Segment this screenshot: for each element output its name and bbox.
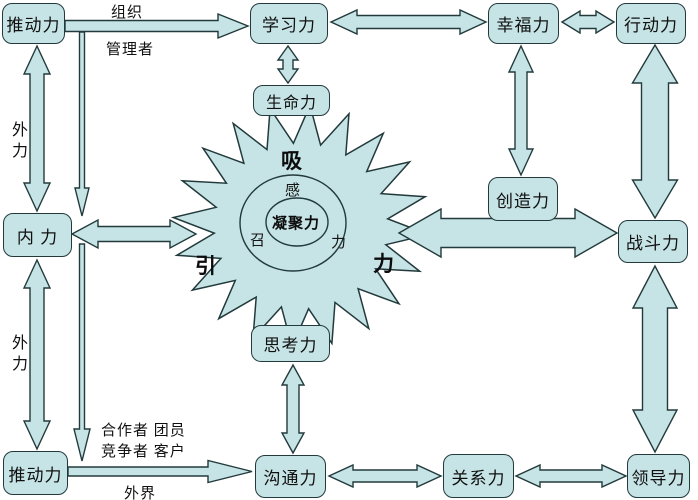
label-outside-world: 外界 [124,486,157,500]
ring-inner [265,197,329,247]
burst-label-li: 力 [373,252,394,276]
arrow-action-fighting [631,43,679,220]
arrow-thinking-communication [280,363,306,455]
label-organization: 组织 [111,5,144,21]
arrow-happiness-action [560,9,616,35]
ring-label-li: 力 [331,235,347,251]
node-action: 行动力 [616,3,686,44]
burst-label-xi: 吸 [281,149,302,173]
node-push-top: 推动力 [2,3,65,44]
arrow-learning-happiness [329,8,488,36]
arrow-sunburst-fighting [397,207,619,259]
node-leadership: 领导力 [627,454,690,498]
node-inner-power: 内 力 [3,213,72,257]
arrow-communication-relationship [327,463,443,489]
arrow-inner-pushbottom [22,258,52,451]
arrow-fighting-leadership [631,264,679,454]
node-creativity: 创造力 [488,177,558,221]
node-thinking: 思考力 [251,325,330,362]
node-communication: 沟通力 [255,455,326,498]
arrow-pushtop-inner [22,44,52,213]
arrow-learning-vitality [276,44,300,85]
ring-label-zhao: 召 [250,233,266,249]
label-manager: 管理者 [106,42,155,58]
node-relationship: 关系力 [443,454,514,498]
label-partners: 合作者 团员 [101,423,186,439]
node-happiness: 幸福力 [488,3,559,44]
node-learning: 学习力 [250,3,328,44]
arrow-happiness-creativity [507,44,535,177]
core-label-cohesion: 凝聚力 [271,216,320,232]
label-external-force-top: 外力 [12,122,29,160]
arrow-pushbottom-to-communication [67,459,253,484]
arrow-relationship-leadership [514,463,628,489]
node-vitality: 生命力 [253,85,330,116]
burst-label-yin: 引 [195,254,216,278]
label-competitors: 竞争者 客户 [101,444,186,460]
arrow-org-drop-lower [73,243,91,462]
ring-outer [239,174,347,272]
node-fighting: 战斗力 [618,220,688,263]
ring-label-gan: 感 [285,183,301,199]
arrow-inner-sunburst [70,218,198,250]
arrow-org-drop-upper [74,31,90,217]
node-push-bottom: 推动力 [3,451,68,495]
arrow-pushtop-to-learning [64,12,250,40]
label-external-force-bottom: 外力 [12,335,29,373]
